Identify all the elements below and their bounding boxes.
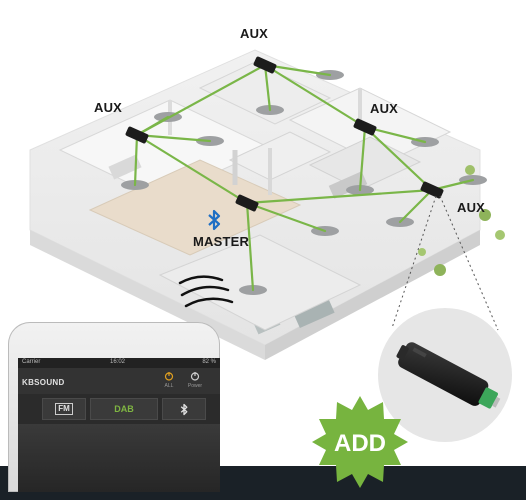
all-button-label: ALL [164,383,174,389]
dab-source-label: DAB [114,404,134,414]
phone-screen: Carrier 16:02 82 % KBSOUND ALL Power FM [18,358,220,492]
network-links [133,63,475,292]
fm-source-button[interactable]: FM [42,398,86,420]
aux-label: AUX [370,101,399,116]
aux-receiver-icon [253,56,277,74]
device-closeup [378,308,512,442]
bluetooth-icon [180,403,188,415]
power-icon [190,372,200,381]
add-badge: ADD [312,396,408,488]
all-button[interactable]: ALL [160,371,178,389]
add-badge-text: ADD [334,430,386,457]
source-selector: FM DAB [18,398,220,420]
aux-receiver-icon [420,181,444,199]
aux-label: AUX [457,200,486,215]
dab-source-button[interactable]: DAB [90,398,158,420]
master-receiver-icon [235,194,259,212]
aux-receiver-icon [353,118,377,136]
master-label: MASTER [193,234,250,249]
status-bar: Carrier 16:02 82 % [18,358,220,368]
power-button[interactable]: Power [186,371,204,389]
bluetooth-source-button[interactable] [162,398,206,420]
app-content-area [18,424,220,492]
phone-shell: Carrier 16:02 82 % KBSOUND ALL Power FM [8,322,220,492]
app-header: KBSOUND ALL Power [18,368,220,394]
status-battery: 82 % [202,359,216,365]
power-icon [164,372,174,381]
aux-label: AUX [240,26,269,41]
zoom-guide-lines [391,195,499,331]
status-time: 16:02 [110,359,126,365]
aux-label: AUX [94,100,123,115]
starburst-shape [312,396,408,488]
receivers [125,56,444,212]
fm-source-label: FM [55,403,73,415]
aux-receiver-icon [125,126,149,144]
status-carrier: Carrier [22,359,41,365]
smartphone: Carrier 16:02 82 % KBSOUND ALL Power FM [8,322,220,500]
sound-wave-icon [178,275,234,308]
power-button-label: Power [187,383,203,389]
app-logo: KBSOUND [22,378,65,387]
bluetooth-icon [208,209,221,231]
